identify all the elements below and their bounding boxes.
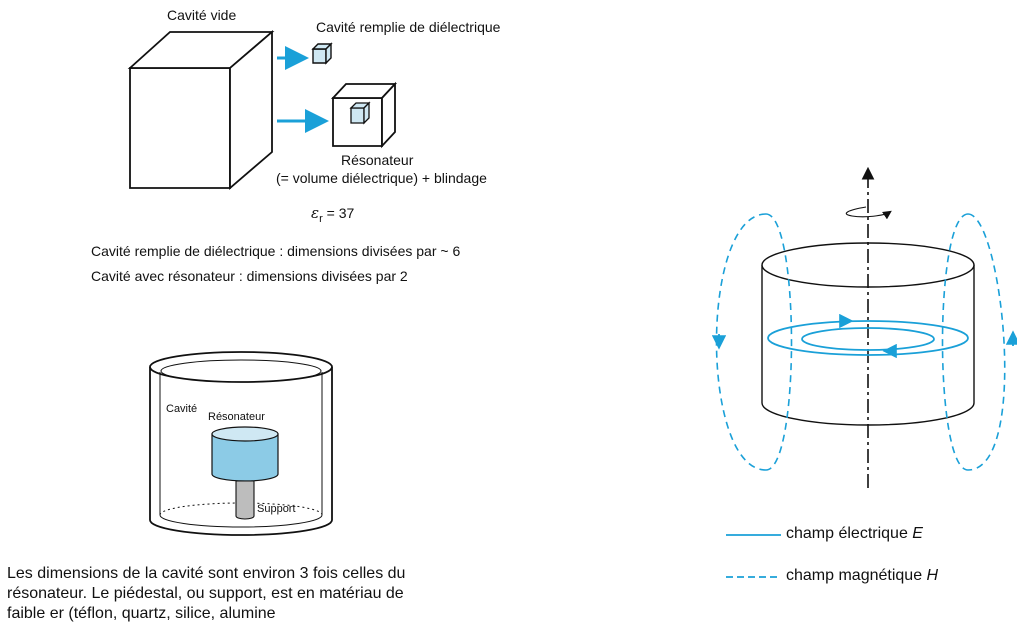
legend-electric-text: champ électrique bbox=[786, 525, 913, 542]
legend-electric: champ électrique E bbox=[786, 525, 923, 543]
caption: Les dimensions de la cavité sont environ… bbox=[7, 564, 405, 624]
resonator-sub-label: (= volume diélectrique) + blindage bbox=[276, 170, 487, 186]
note-resonator-cavity: Cavité avec résonateur : dimensions divi… bbox=[91, 268, 408, 284]
legend-electric-symbol: E bbox=[912, 525, 923, 542]
empty-cavity-label: Cavité vide bbox=[167, 7, 237, 23]
resonator-label: Résonateur bbox=[341, 152, 414, 168]
caption-line-3: faible er (téflon, quartz, silice, alumi… bbox=[7, 605, 276, 622]
support-pedestal bbox=[235, 480, 255, 520]
note-filled-cavity: Cavité remplie de diélectrique : dimensi… bbox=[91, 243, 461, 259]
caption-line-2: résonateur. Le piédestal, ou support, es… bbox=[7, 585, 404, 602]
filled-cavity-label: Cavité remplie de diélectrique bbox=[316, 19, 501, 35]
legend-magnetic: champ magnétique H bbox=[786, 567, 938, 585]
legend-magnetic-text: champ magnétique bbox=[786, 567, 927, 584]
resonator-puck-label: Résonateur bbox=[208, 411, 265, 423]
resonator-inner-cube bbox=[349, 101, 371, 125]
caption-line-1: Les dimensions de la cavité sont environ… bbox=[7, 565, 406, 582]
rotation-arrow bbox=[845, 206, 892, 220]
permittivity-value: = 37 bbox=[326, 205, 355, 221]
permittivity-subscript: r bbox=[319, 212, 323, 225]
resonator-puck bbox=[211, 426, 279, 482]
support-label: Support bbox=[257, 503, 296, 515]
permittivity-symbol: ε bbox=[311, 204, 320, 222]
electric-field-loops bbox=[767, 320, 969, 356]
cavity-cylinder bbox=[149, 351, 333, 536]
legend-magnetic-symbol: H bbox=[926, 567, 939, 584]
cavity-label: Cavité bbox=[166, 403, 198, 415]
empty-cavity-cube bbox=[127, 30, 275, 190]
filled-cavity-cube bbox=[311, 42, 333, 65]
permittivity: εr = 37 bbox=[311, 204, 354, 225]
